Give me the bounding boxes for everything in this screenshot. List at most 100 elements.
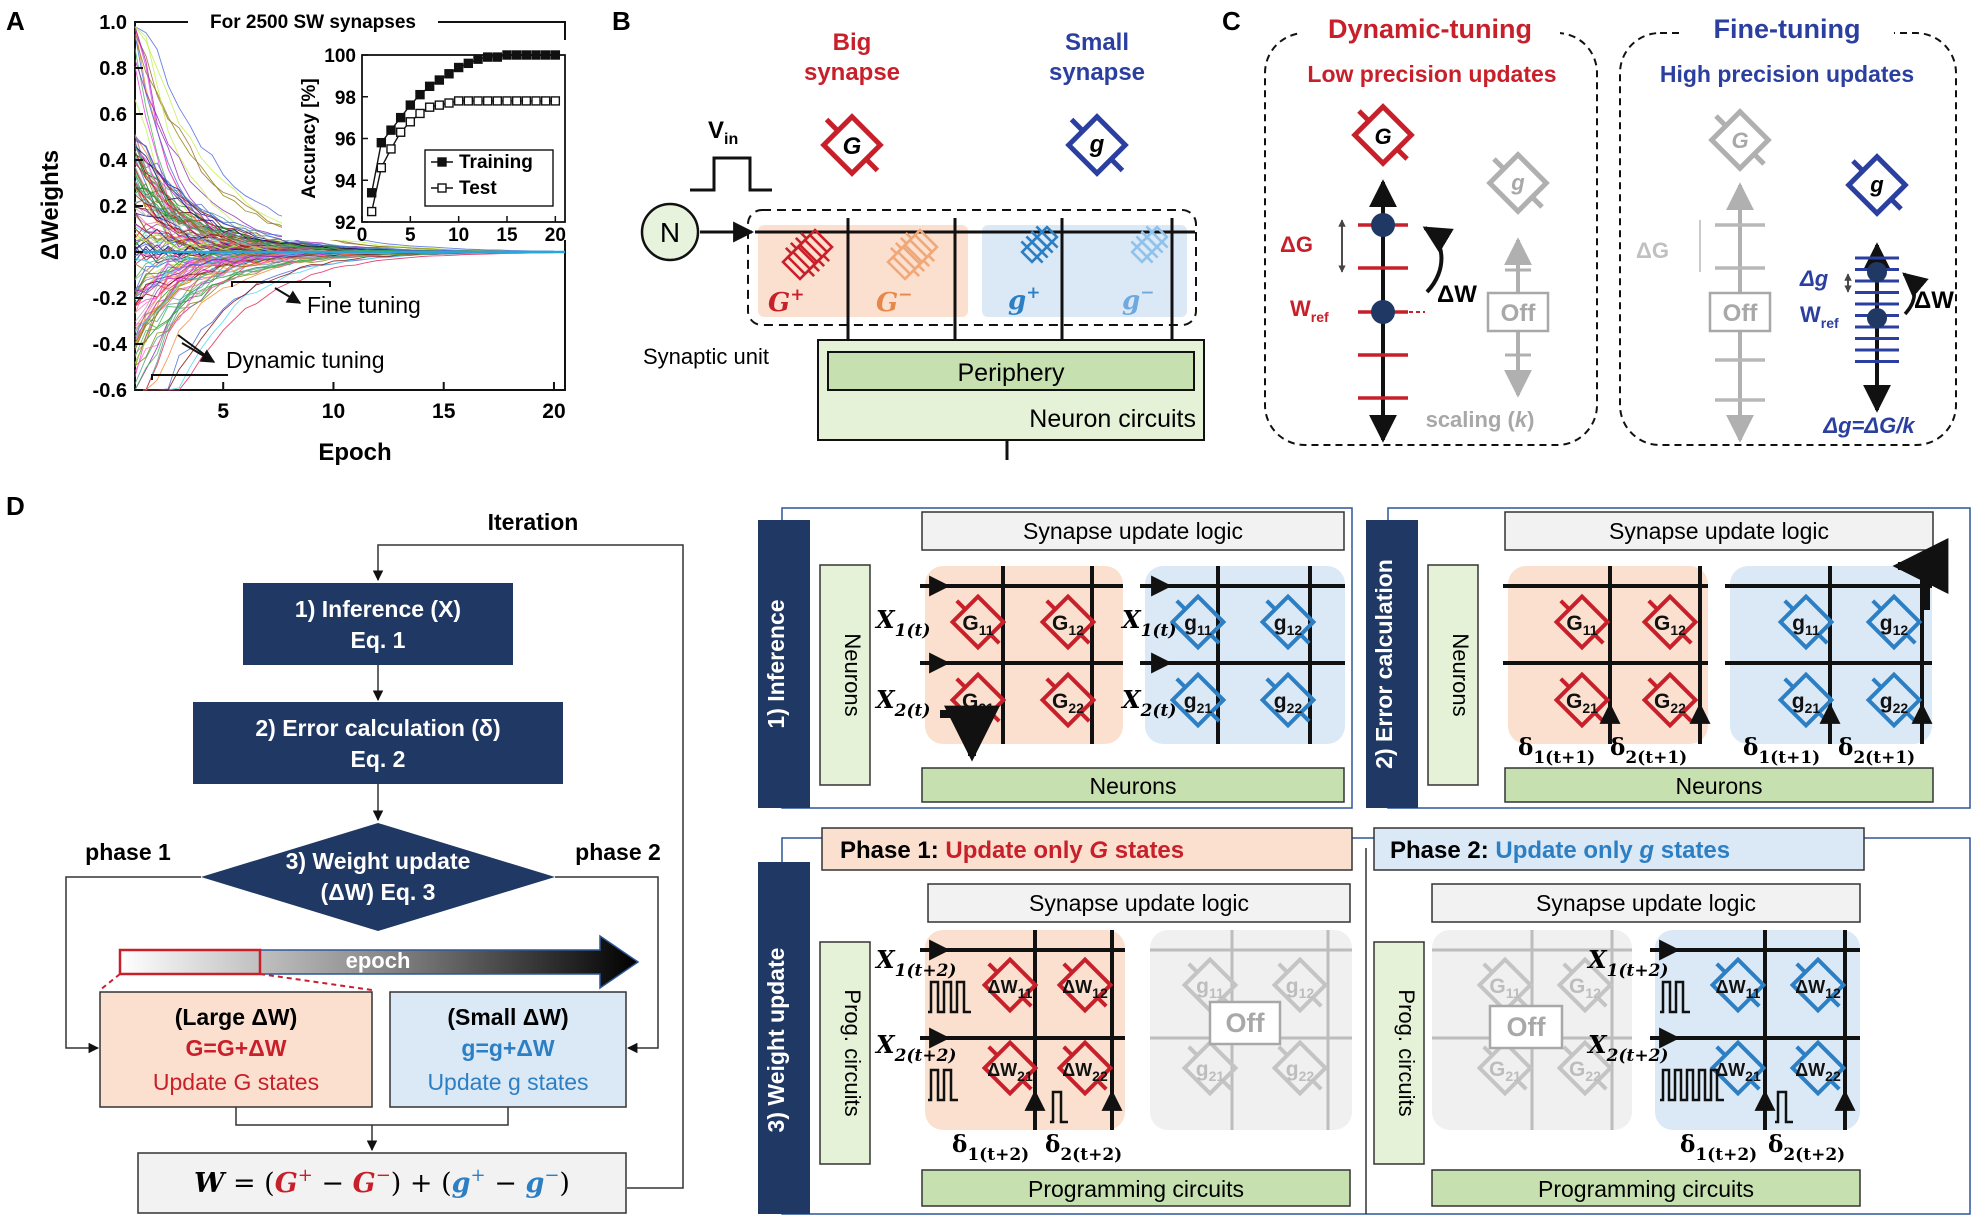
phase2-x1: X1(t+2): [1586, 945, 1668, 981]
synapse-cell: [949, 593, 1007, 651]
synapse-cell-rect: [1039, 593, 1097, 651]
synapse-cell-lead: [1905, 633, 1917, 645]
inference-logic-box: [921, 511, 1345, 551]
inset-ylabel: Accuracy [%]: [299, 78, 320, 198]
cell-sub: 21: [1197, 700, 1213, 716]
synapse-cell-lead: [1562, 962, 1574, 974]
synapse-cell-label: g12: [1880, 612, 1909, 638]
synapse-cell-lead: [1749, 996, 1761, 1008]
fine-delta-W: ΔW: [1914, 287, 1954, 314]
synapse-cell-lead: [1749, 1079, 1761, 1091]
synapse-cell-lead: [1482, 1045, 1494, 1057]
cell-sub: 11: [1197, 622, 1212, 638]
cell-sub: 21: [1209, 1068, 1225, 1084]
cell-main: ΔW: [1715, 1060, 1745, 1080]
synapse-cell: [1865, 593, 1923, 651]
large-dw-eq: G=G+ΔW: [186, 1035, 287, 1061]
large-dw-box: [99, 991, 373, 1108]
synapse-cell-lead: [1871, 599, 1883, 611]
phase1-logic-box: [927, 883, 1351, 923]
periphery-label: Periphery: [958, 359, 1065, 387]
synapse-cell-label: g12: [1286, 975, 1315, 1001]
device-stack-layer: [1145, 225, 1169, 249]
fine-tuning-annotation: Fine tuning: [307, 292, 421, 318]
synapse-cell-rect: [1789, 1039, 1847, 1097]
data-point-test: [550, 96, 561, 106]
device-lead: [1130, 240, 1138, 248]
data-point-training: [511, 50, 522, 60]
inference-x2-right: X2(t): [1120, 685, 1176, 721]
inset-y-tick-label: 92: [335, 213, 356, 234]
cell-main: g: [1880, 612, 1893, 635]
y-tick-label: 0.0: [99, 242, 127, 264]
synapse-cell-rect: [1271, 1039, 1329, 1097]
cell-sub: 21: [978, 700, 994, 716]
device-lead: [1035, 225, 1043, 233]
data-point-training: [366, 188, 377, 198]
synapse-cell-rect: [1169, 593, 1227, 651]
cell-main: G: [1566, 690, 1582, 713]
panel-label-b: B: [612, 6, 631, 36]
panel-label-a: A: [6, 6, 25, 36]
device-lead: [912, 269, 921, 278]
data-point-training: [405, 100, 416, 110]
synapse-cell-lead: [1516, 1079, 1528, 1091]
device-lead: [904, 231, 913, 240]
error-delta1-right: δ1(t+1): [1743, 734, 1820, 768]
synapse-cell: [1553, 593, 1611, 651]
y-tick-label: -0.4: [93, 334, 128, 356]
device-lead: [889, 246, 898, 255]
dynamic-g-symbol-off: g: [1510, 170, 1525, 195]
fine-upper-state: [1867, 262, 1887, 282]
synapse-cell: [1259, 671, 1317, 729]
inference-neurons-h-label: Neurons: [1090, 773, 1177, 799]
dynamic-tuning-bracket: [151, 374, 228, 380]
cell-main: G: [1052, 690, 1068, 713]
phase1-label: phase 1: [85, 839, 171, 865]
panel-label-d: D: [6, 491, 25, 521]
delta-weights-title: For 2500 SW synapses: [210, 12, 416, 33]
big-synapse-label-line2: synapse: [804, 59, 900, 86]
synapse-cell-rect: [1181, 956, 1239, 1014]
data-point-test: [405, 117, 416, 127]
inference-step-line1: 1) Inference (X): [295, 596, 461, 622]
g-minus-small: g−: [1122, 283, 1154, 316]
device-lead: [922, 259, 931, 268]
phase1-header-text: Phase 1: Update only G states: [840, 837, 1184, 864]
x-tick-label: 20: [542, 400, 565, 423]
synapse-cell-label: G12: [1569, 975, 1601, 1001]
device-lead: [817, 259, 826, 268]
synapse-cell: [1039, 671, 1097, 729]
synapse-cell-rect: [1789, 956, 1847, 1014]
panel-label-c: C: [1222, 6, 1241, 36]
dynamic-off-label: Off: [1501, 300, 1537, 327]
small-dw-box: [389, 991, 627, 1108]
device-lead: [1140, 230, 1148, 238]
fine-w-ref: Wref: [1800, 302, 1839, 331]
synapse-cell-lead: [1062, 962, 1074, 974]
cell-sub: 12: [1299, 985, 1315, 1001]
device-lead: [789, 241, 798, 250]
synapse-cell-rect: [949, 593, 1007, 651]
synapse-cell-lead: [1829, 1079, 1841, 1091]
cell-sub: 11: [1805, 622, 1820, 638]
cell-main: g: [1184, 612, 1197, 635]
data-point-training: [415, 89, 425, 100]
phase1-prog-vertical: [819, 941, 871, 1165]
inference-step-box: [243, 583, 513, 665]
scaling-label: scaling (k): [1426, 407, 1535, 432]
crossbar-background: [925, 930, 1125, 1130]
cell-main: ΔW: [988, 977, 1018, 997]
synapse-cell-lead: [1795, 962, 1807, 974]
dynamic-G-icon: [1351, 103, 1415, 167]
cell-sub: 11: [979, 622, 994, 638]
data-point-training: [463, 58, 474, 69]
cell-sub: 22: [1092, 1068, 1108, 1084]
y-tick-label: 0.2: [99, 196, 127, 218]
error-neurons-vertical: [1427, 564, 1479, 786]
